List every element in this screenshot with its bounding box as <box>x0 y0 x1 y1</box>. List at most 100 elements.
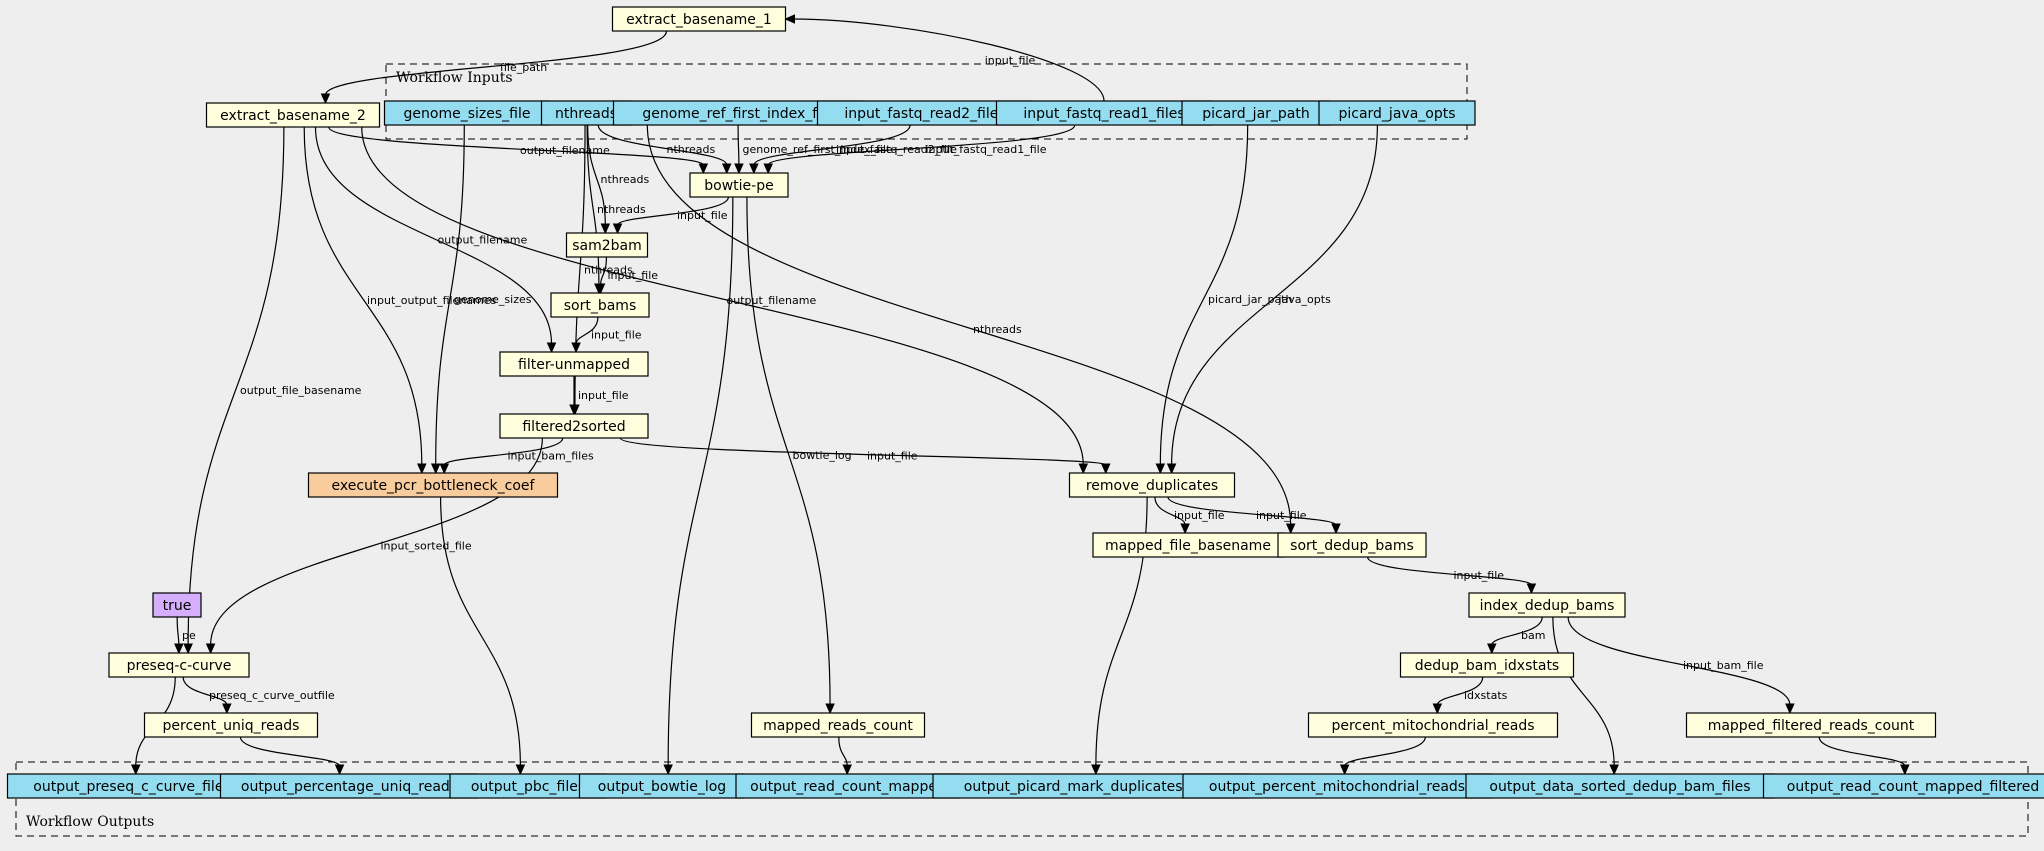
node-label: output_read_count_mapped_filtered <box>1787 779 2039 795</box>
node-sort-dedup-bams[interactable]: sort_dedup_bams <box>1277 532 1427 558</box>
arrowhead-icon <box>1900 764 1910 776</box>
node-box <box>143 712 319 738</box>
node-label: genome_sizes_file <box>404 106 531 122</box>
node-output-preseq-c-curve-files[interactable]: output_preseq_c_curve_files <box>6 773 258 799</box>
node-label: percent_mitochondrial_reads <box>1331 718 1534 734</box>
edge-label: pe <box>182 629 196 642</box>
node-extract-basename-1[interactable]: extract_basename_1 <box>611 6 787 32</box>
edge-sam2bam-to-sort-bams: input_file <box>595 256 658 295</box>
arrowhead-icon <box>1285 523 1296 535</box>
edge-line <box>1154 496 1186 526</box>
edge-label: picard_jar_path <box>1208 293 1292 306</box>
edge-bowtie-pe-to-sam2bam: input_file <box>612 196 730 235</box>
node-filter-unmapped[interactable]: filter-unmapped <box>499 351 649 377</box>
edge-index-dedup-bams-to-mapped-filtered-reads-count: input_bam_file <box>1567 616 1795 715</box>
node-input-fastq-read1-files[interactable]: input_fastq_read1_files <box>995 100 1213 126</box>
edge-label: nthreads <box>597 203 646 216</box>
node-sam2bam[interactable]: sam2bam <box>565 232 649 258</box>
node-output-read-count-mapped[interactable]: output_read_count_mapped <box>735 773 961 799</box>
edge-line <box>239 736 341 767</box>
node-label: output_pbc_files <box>471 779 585 795</box>
edge-line <box>435 124 465 466</box>
arrowhead-icon <box>663 764 673 776</box>
node-mapped-file-basename[interactable]: mapped_file_basename <box>1092 532 1284 558</box>
node-box <box>1318 100 1476 126</box>
node-output-percent-mitochondrial-reads[interactable]: output_percent_mitochondrial_reads <box>1182 773 1492 799</box>
node-label: output_picard_mark_duplicates_files <box>964 779 1218 795</box>
node-box <box>1685 712 1937 738</box>
arrowhead-icon <box>439 463 450 475</box>
arrowhead-icon <box>600 223 611 235</box>
edge-line <box>328 126 704 166</box>
node-percent-mitochondrial-reads[interactable]: percent_mitochondrial_reads <box>1307 712 1559 738</box>
node-picard-java-opts[interactable]: picard_java_opts <box>1318 100 1476 126</box>
edge-remove-duplicates-to-sort-dedup-bams: input_file <box>1167 496 1341 535</box>
node-index-dedup-bams[interactable]: index_dedup_bams <box>1468 592 1626 618</box>
node-label: true <box>163 598 192 614</box>
node-remove-duplicates[interactable]: remove_duplicates <box>1068 472 1236 498</box>
arrowhead-icon <box>1091 764 1101 776</box>
node-preseq-c-curve[interactable]: preseq-c-curve <box>108 652 250 678</box>
node-sort-bams[interactable]: sort_bams <box>550 292 650 318</box>
clusters: Workflow Inputs Workflow Outputs <box>15 63 2029 837</box>
node-mapped-reads-count[interactable]: mapped_reads_count <box>750 712 926 738</box>
edge-line <box>767 124 1076 166</box>
node-box <box>750 712 926 738</box>
arrowhead-icon <box>569 404 579 416</box>
edge-remove-duplicates-to-mapped-file-basename: input_file <box>1154 496 1225 535</box>
node-mapped-filtered-reads-count[interactable]: mapped_filtered_reads_count <box>1685 712 1937 738</box>
node-dedup-bam-idxstats[interactable]: dedup_bam_idxstats <box>1399 652 1575 678</box>
node-true[interactable]: true <box>152 592 202 618</box>
node-bowtie-pe[interactable]: bowtie-pe <box>689 172 789 198</box>
node-box <box>108 652 250 678</box>
arrowhead-icon <box>1785 703 1795 715</box>
node-percent-uniq-reads[interactable]: percent_uniq_reads <box>143 712 319 738</box>
edge-index-dedup-bams-to-output-data-sorted-dedup-bam-files <box>1552 616 1619 776</box>
arrowhead-icon <box>1155 463 1166 475</box>
node-label: bowtie-pe <box>704 178 773 194</box>
edge-line <box>646 124 1292 526</box>
edge-label: file_path <box>500 61 547 74</box>
node-box <box>383 100 551 126</box>
node-filtered2sorted[interactable]: filtered2sorted <box>499 413 649 439</box>
node-label: extract_basename_2 <box>220 108 366 124</box>
edge-line <box>838 736 848 767</box>
edge-label: input_bam_files <box>508 450 594 463</box>
edge-index-dedup-bams-to-dedup-bam-idxstats: bam <box>1487 616 1545 655</box>
edge-label: nthreads <box>973 323 1022 336</box>
node-picard-jar-path[interactable]: picard_jar_path <box>1181 100 1331 126</box>
arrowhead-icon <box>546 342 557 354</box>
edge-line <box>443 437 564 466</box>
node-output-percentage-uniq-reads[interactable]: output_percentage_uniq_reads <box>219 773 479 799</box>
edge-line <box>575 316 599 345</box>
node-box <box>1762 773 2044 799</box>
node-output-data-sorted-dedup-bam-files[interactable]: output_data_sorted_dedup_bam_files <box>1465 773 1775 799</box>
edge-picard-java-opts-to-remove-duplicates: java_opts <box>1166 124 1378 475</box>
edge-label: preseq_c_curve_outfile <box>209 689 335 702</box>
edge-line <box>667 196 734 767</box>
node-genome-sizes-file[interactable]: genome_sizes_file <box>383 100 551 126</box>
node-box <box>1181 100 1331 126</box>
node-label: execute_pcr_bottleneck_coef <box>332 478 536 494</box>
node-output-bowtie-log[interactable]: output_bowtie_log <box>578 773 746 799</box>
edge-line <box>1159 124 1249 466</box>
edge-sort-dedup-bams-to-index-dedup-bams: input_file <box>1367 556 1537 595</box>
arrowhead-icon <box>1526 583 1537 595</box>
node-label: output_percentage_uniq_reads <box>241 779 457 795</box>
node-box <box>152 592 202 618</box>
node-label: percent_uniq_reads <box>163 718 300 734</box>
edge-nthreads-to-sort-dedup-bams: nthreads <box>646 124 1296 535</box>
edge-line <box>753 124 911 166</box>
node-box <box>565 232 649 258</box>
edge-line <box>1491 616 1543 646</box>
node-label: output_percent_mitochondrial_reads <box>1209 779 1465 795</box>
arrowhead-icon <box>842 764 852 776</box>
node-extract-basename-2[interactable]: extract_basename_2 <box>205 102 381 128</box>
edge-extract-basename-2-to-execute-pcr-bottleneck-coef: input_output_filenames <box>303 126 497 475</box>
node-box <box>1092 532 1284 558</box>
arrowhead-icon <box>417 463 427 475</box>
node-output-read-count-mapped-filtered[interactable]: output_read_count_mapped_filtered <box>1762 773 2044 799</box>
node-execute-pcr-bottleneck-coef[interactable]: execute_pcr_bottleneck_coef <box>307 472 559 498</box>
edge-label: input_sorted_file <box>381 540 472 553</box>
